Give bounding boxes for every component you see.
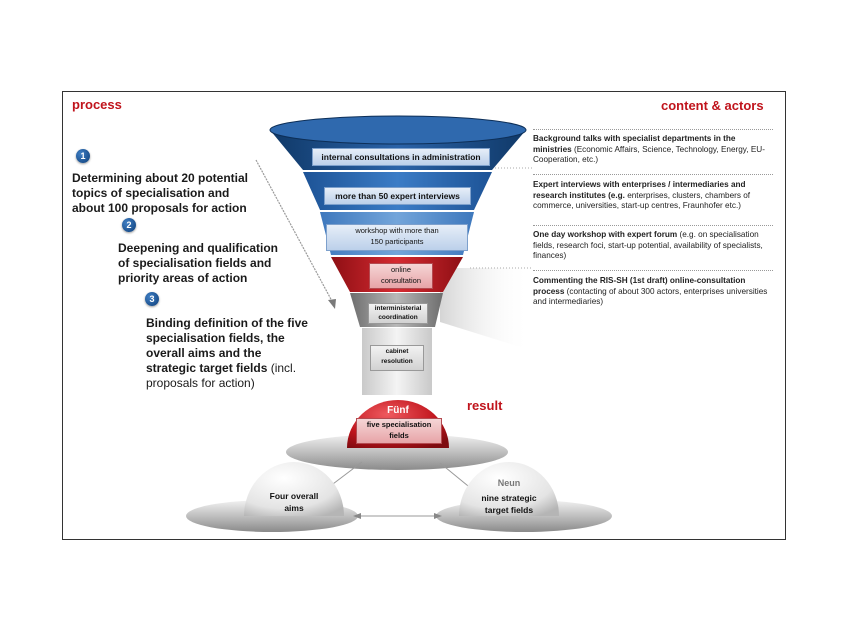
actor-separator <box>533 270 773 271</box>
funnel-level4-line2: consultation <box>380 276 422 285</box>
actor-3-normal: (e.g. on specialisation fields, research… <box>533 230 763 261</box>
actor-item-2: Expert interviews with enterprises / int… <box>533 180 773 212</box>
funnel-level3-line1: workshop with more than <box>355 226 439 235</box>
funnel-level6-line1: cabinet <box>385 348 409 355</box>
actor-separator <box>533 129 773 130</box>
right-result-line2: target fields <box>484 505 534 515</box>
actor-1-normal: (Economic Affairs, Science, Technology, … <box>533 144 765 165</box>
funnel-level3-line2: 150 participants <box>370 237 424 246</box>
actor-2-bold: Expert interviews with enterprises / int… <box>533 180 746 200</box>
step-3-line5: proposals for action) <box>146 376 255 390</box>
result-header: result <box>467 398 503 413</box>
step-1-line1: Determining about 20 potential <box>72 171 249 185</box>
funnel-level6-label: cabinet resolution <box>370 345 424 371</box>
step-2-line1: Deepening and qualification <box>118 241 279 255</box>
actor-4-bold: Commenting the RIS-SH (1st draft) online… <box>533 276 746 296</box>
actor-1-bold: Background talks with specialist departm… <box>533 134 736 154</box>
center-result-line1: five specialisation <box>366 420 432 429</box>
funnel-level3-label: workshop with more than 150 participants <box>326 224 468 251</box>
funnel-level6-line2: resolution <box>381 358 413 365</box>
right-result-line1: nine strategic <box>481 493 537 503</box>
step-1-line2: topics of specialisation and <box>72 186 230 200</box>
content-actors-header: content & actors <box>661 98 764 113</box>
actor-item-3: One day workshop with expert forum (e.g.… <box>533 230 773 262</box>
funnel-level5-label: interministerial coordination <box>368 303 428 324</box>
actor-item-1: Background talks with specialist departm… <box>533 134 773 166</box>
funnel-level1-label: internal consultations in administration <box>312 148 490 166</box>
actor-3-bold: One day workshop with expert forum <box>533 230 678 239</box>
center-result-line2: fields <box>389 431 409 440</box>
funnel-level5-line1: interministerial <box>374 305 422 312</box>
step-3-line4: strategic target fields (incl. <box>146 361 308 376</box>
step-3-badge: 3 <box>145 292 159 306</box>
left-result-label: Four overall aims <box>246 490 342 514</box>
step-3-text: Binding definition of the five specialis… <box>146 316 308 391</box>
actor-item-4: Commenting the RIS-SH (1st draft) online… <box>533 276 773 308</box>
funnel-level5-line2: coordination <box>378 314 418 321</box>
step-2-line3: priority areas of action <box>118 271 248 285</box>
left-result-line2: aims <box>284 503 304 513</box>
center-result-title: Fünf <box>387 405 409 416</box>
left-result-line1: Four overall <box>269 491 319 501</box>
step-1-badge: 1 <box>76 149 90 163</box>
funnel-level4-line1: online <box>390 265 412 274</box>
step-3-line4-normal: (incl. <box>267 361 297 375</box>
step-3-line3: overall aims and the <box>146 346 262 360</box>
funnel-level2-label: more than 50 expert interviews <box>324 187 471 205</box>
center-result-label: five specialisation fields <box>356 418 442 444</box>
step-3-line4-bold: strategic target fields <box>146 361 268 375</box>
step-2-line2: of specialisation fields and <box>118 256 272 270</box>
step-3-line2: specialisation fields, the <box>146 331 285 345</box>
actor-2-normal: enterprises, clusters, chambers of comme… <box>533 190 751 211</box>
process-header: process <box>72 97 122 112</box>
step-2-badge: 2 <box>122 218 136 232</box>
right-result-label: nine strategic target fields <box>459 492 559 516</box>
funnel-level4-label: online consultation <box>369 263 433 289</box>
step-3-line1: Binding definition of the five <box>146 316 308 330</box>
step-2-text: Deepening and qualification of specialis… <box>118 241 278 286</box>
right-result-title: Neun <box>497 478 521 488</box>
actor-4-normal: (contacting of about 300 actors, enterpr… <box>533 286 768 307</box>
actor-separator <box>533 225 773 226</box>
step-1-line3: about 100 proposals for action <box>72 201 247 215</box>
actor-separator <box>533 174 773 175</box>
step-1-text: Determining about 20 potential topics of… <box>72 171 248 216</box>
